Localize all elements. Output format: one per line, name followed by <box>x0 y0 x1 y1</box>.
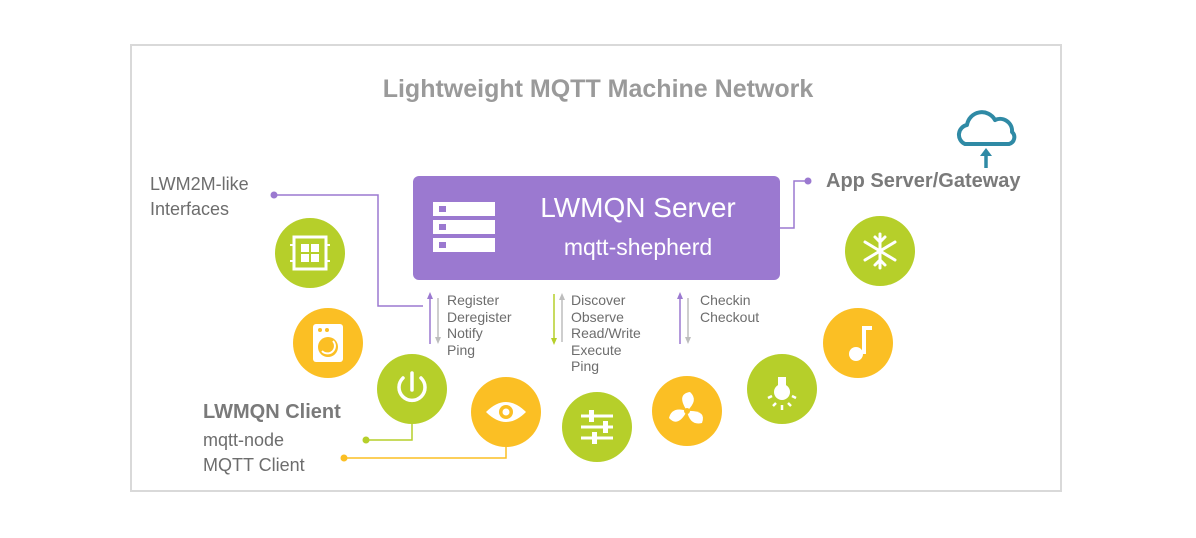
chip-icon <box>275 218 345 288</box>
eye-icon <box>471 377 541 447</box>
message-item: Ping <box>447 341 476 358</box>
light-bulb-icon <box>747 354 817 424</box>
sliders-icon <box>562 392 632 462</box>
message-item: Deregister <box>447 308 512 325</box>
gateway-label: App Server/Gateway <box>826 170 1021 192</box>
message-list-2: Discover Observe Read/Write Execute Ping <box>571 292 641 375</box>
lwmqn-server-box: LWMQN Server mqtt-shepherd <box>413 176 780 280</box>
client-title: LWMQN Client <box>203 401 341 423</box>
message-item: Observe <box>571 308 624 325</box>
snowflake-icon <box>845 216 915 286</box>
server-subtitle: mqtt-shepherd <box>563 234 713 260</box>
message-item: Execute <box>571 341 622 358</box>
message-item: Checkin <box>700 292 751 308</box>
diagram-title: Lightweight MQTT Machine Network <box>382 75 814 103</box>
client-line2: MQTT Client <box>203 455 305 475</box>
message-item: Notify <box>447 325 483 341</box>
message-list-3: Checkin Checkout <box>700 292 759 325</box>
power-icon <box>377 354 447 424</box>
message-item: Register <box>447 292 500 308</box>
server-name: LWMQN Server <box>540 192 736 223</box>
interfaces-label: LWM2M-like Interfaces <box>150 172 249 222</box>
message-item: Ping <box>571 358 600 374</box>
fan-icon <box>652 376 722 446</box>
message-list-1: Register Deregister Notify Ping <box>447 292 512 358</box>
washing-machine-icon <box>293 308 363 378</box>
message-item: Read/Write <box>571 325 641 341</box>
server-rack-icon <box>433 202 495 252</box>
interfaces-label-line1: LWM2M-like <box>150 174 249 194</box>
music-note-icon <box>823 308 893 378</box>
interfaces-label-line2: Interfaces <box>150 199 230 219</box>
message-item: Discover <box>571 292 626 308</box>
client-subtitle: mqtt-node MQTT Client <box>203 428 305 478</box>
message-item: Checkout <box>700 308 760 325</box>
client-line1: mqtt-node <box>203 430 285 450</box>
